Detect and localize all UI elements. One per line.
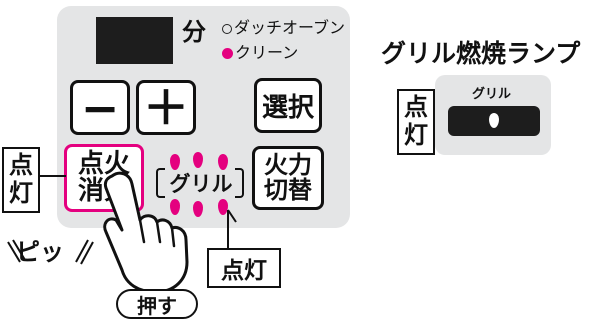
lit-callout-right: 点灯	[397, 89, 435, 155]
grill-light-icon	[218, 199, 228, 215]
bracket-left	[156, 168, 165, 198]
grill-light-icon	[170, 154, 180, 170]
minus-label: −	[80, 80, 120, 135]
lit-callout-left: 点灯	[2, 147, 40, 213]
grill-light-icon	[193, 201, 203, 217]
plus-label: ＋	[143, 80, 189, 135]
select-label: 選択	[261, 93, 314, 123]
mode-option-dutch-oven: ダッチオーブン	[222, 14, 345, 38]
grill-light-icon	[193, 152, 203, 168]
push-instruction: 押す	[116, 289, 198, 319]
minus-button[interactable]: −	[70, 80, 130, 135]
switch-label: 切替	[264, 176, 312, 204]
power-switch-button[interactable]: 火力 切替	[252, 146, 324, 210]
minutes-unit-label: 分	[182, 18, 206, 46]
select-button[interactable]: 選択	[254, 78, 322, 133]
grill-lamp-label: グリル	[472, 87, 512, 102]
lit-callout-bottom: 点灯	[207, 248, 281, 288]
plus-button[interactable]: ＋	[136, 80, 196, 135]
inactive-dot-icon	[222, 24, 232, 34]
mode-option-clean: クリーン	[222, 39, 298, 63]
grill-label: グリル	[169, 172, 233, 196]
timer-display	[96, 17, 173, 64]
grill-lamp-title: グリル燃焼ランプ	[381, 39, 581, 68]
power-label: 火力	[264, 150, 312, 179]
pressing-hand-icon	[103, 171, 189, 294]
active-dot-icon	[222, 48, 233, 59]
beep-sound-effect: ピッ	[16, 238, 64, 266]
flame-icon	[489, 113, 499, 128]
grill-light-icon	[170, 199, 180, 215]
bracket-right	[235, 168, 244, 198]
grill-light-icon	[218, 154, 228, 170]
